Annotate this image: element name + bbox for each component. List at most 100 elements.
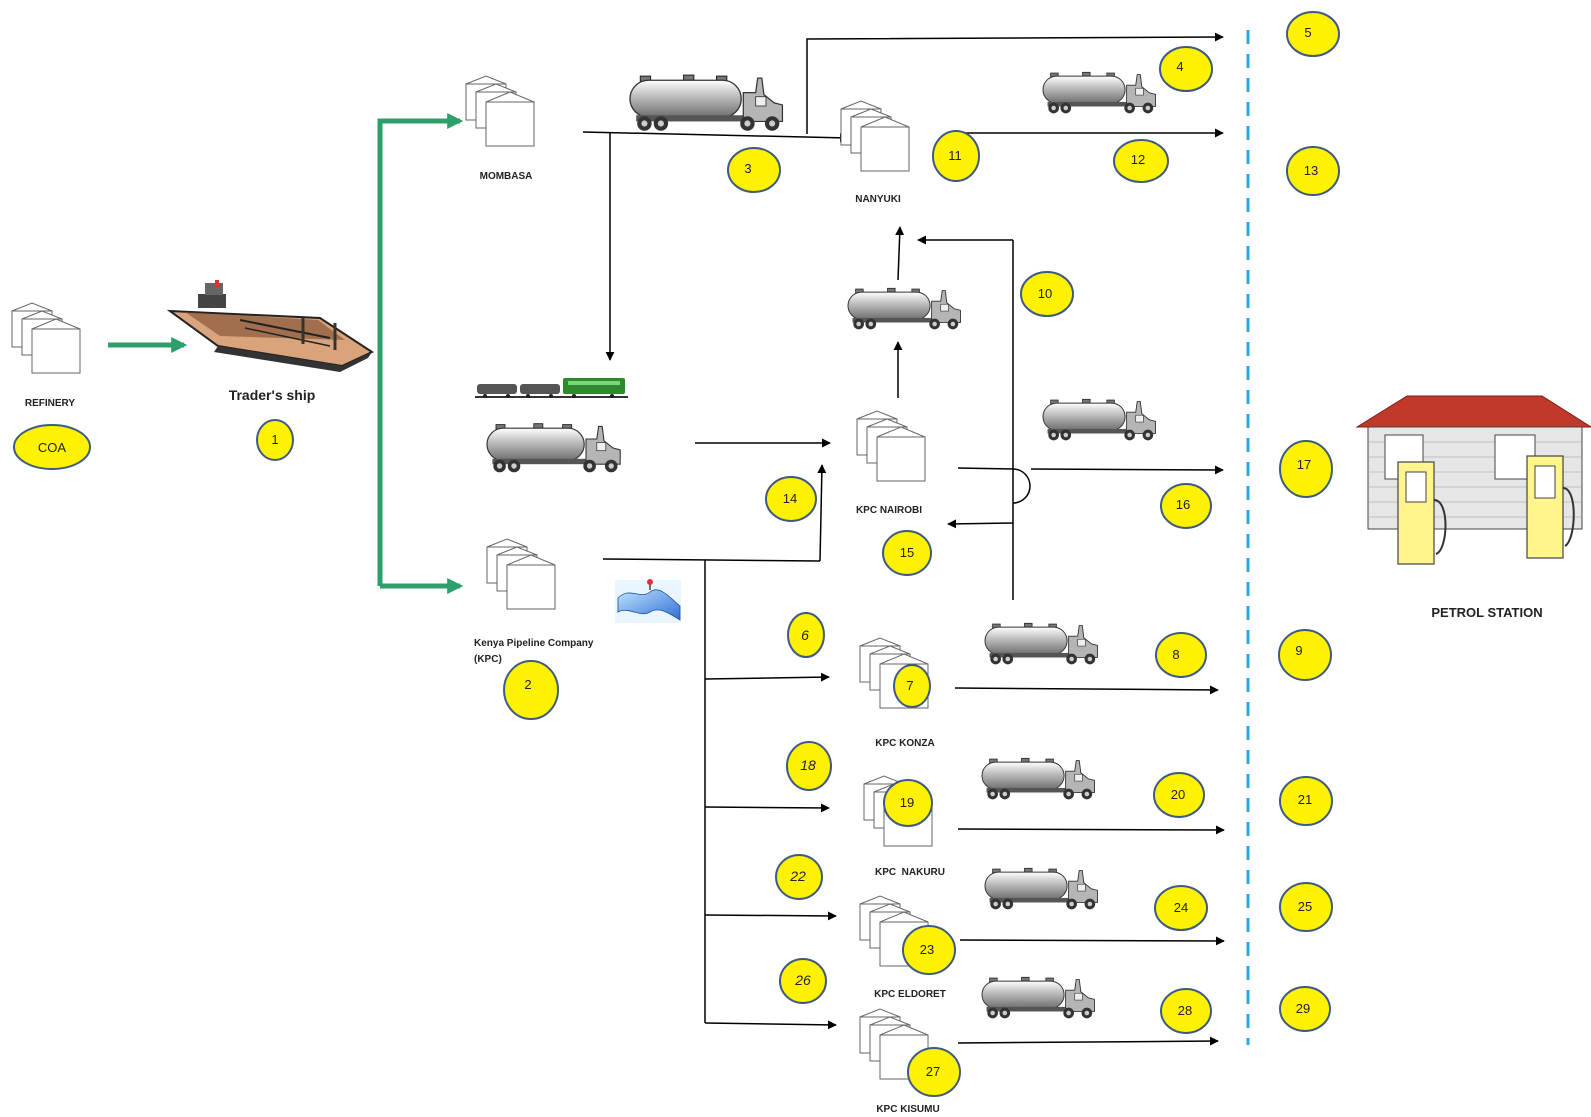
svg-text:26: 26 bbox=[794, 972, 811, 988]
svg-text:COA: COA bbox=[38, 440, 67, 455]
marker-13: 13 bbox=[1286, 146, 1340, 196]
train-icon bbox=[475, 378, 628, 398]
pipeline-icon bbox=[615, 579, 681, 623]
kpc-to-eldoret-arrow bbox=[704, 911, 837, 921]
svg-text:28: 28 bbox=[1178, 1003, 1192, 1018]
mombasa-storage-icon bbox=[465, 75, 535, 147]
kpc-nakuru-label: KPC NAKURU bbox=[875, 867, 945, 878]
marker-6: 6 bbox=[787, 612, 825, 658]
marker-22: 22 bbox=[775, 854, 823, 900]
nairobi-to-dealer-arrow-tail bbox=[1030, 465, 1224, 475]
svg-text:27: 27 bbox=[926, 1064, 940, 1079]
marker-11: 11 bbox=[932, 130, 980, 182]
tanker-truck-icon bbox=[486, 423, 621, 473]
marker-1: 1 bbox=[256, 419, 294, 461]
marker-16: 16 bbox=[1160, 483, 1212, 529]
marker-7: 7 bbox=[893, 664, 931, 708]
svg-text:15: 15 bbox=[900, 545, 914, 560]
marker-24: 24 bbox=[1154, 885, 1208, 931]
eldoret-to-dealer-arrow bbox=[959, 936, 1225, 946]
marker-20: 20 bbox=[1153, 772, 1205, 818]
marker-19: 19 bbox=[883, 779, 933, 827]
marker-27: 27 bbox=[907, 1047, 961, 1097]
marker-15: 15 bbox=[882, 530, 932, 576]
marker-2: 2 bbox=[503, 660, 559, 720]
tanker-truck-icon bbox=[847, 287, 961, 330]
svg-text:8: 8 bbox=[1172, 647, 1179, 662]
kpc-nairobi-label: KPC NAIROBI bbox=[856, 505, 922, 516]
svg-text:2: 2 bbox=[524, 677, 531, 692]
marker-23: 23 bbox=[902, 925, 956, 975]
svg-text:4: 4 bbox=[1176, 59, 1183, 74]
nakuru-to-dealer-arrow bbox=[957, 825, 1225, 835]
tanker-truck-icon bbox=[981, 757, 1095, 800]
kpc-to-nairobi-arrow bbox=[817, 464, 827, 562]
kpc-storage-icon bbox=[486, 538, 556, 610]
kpc-to-nakuru-arrow bbox=[704, 803, 830, 813]
mombasa-to-nanyuki-arrow bbox=[582, 131, 849, 143]
coa-marker: COA bbox=[13, 424, 91, 470]
ship-label: Trader's ship bbox=[229, 387, 316, 403]
svg-text:7: 7 bbox=[906, 678, 913, 693]
svg-text:11: 11 bbox=[948, 148, 962, 163]
marker-10: 10 bbox=[1020, 271, 1074, 317]
svg-text:22: 22 bbox=[789, 868, 806, 884]
tanker-truck-icon bbox=[981, 976, 1095, 1019]
svg-text:20: 20 bbox=[1171, 787, 1185, 802]
tanker-truck-icon bbox=[984, 867, 1098, 910]
kpc-to-konza-arrow bbox=[704, 672, 830, 682]
marker-18: 18 bbox=[786, 741, 832, 791]
tanker-truck-icon bbox=[1042, 398, 1156, 441]
tanker-ship-icon bbox=[166, 280, 375, 372]
svg-text:5: 5 bbox=[1304, 25, 1311, 40]
svg-text:12: 12 bbox=[1131, 152, 1145, 167]
kpc-label-line1: Kenya Pipeline Company bbox=[474, 638, 594, 649]
marker-12: 12 bbox=[1113, 139, 1169, 183]
kpc-main-line bbox=[602, 558, 821, 562]
marker-28: 28 bbox=[1160, 988, 1212, 1034]
tanker-truck-icon bbox=[629, 74, 784, 132]
svg-text:17: 17 bbox=[1297, 457, 1311, 472]
tanker-truck-icon bbox=[984, 622, 1098, 665]
tanker-to-nanyuki-arrow bbox=[895, 226, 905, 281]
marker-25: 25 bbox=[1279, 882, 1333, 932]
svg-text:13: 13 bbox=[1304, 163, 1318, 178]
svg-text:3: 3 bbox=[744, 161, 751, 176]
marker-8: 8 bbox=[1155, 632, 1207, 678]
kpc-konza-label: KPC KONZA bbox=[875, 738, 934, 749]
refinery-storage-icon bbox=[11, 302, 81, 374]
marker-21: 21 bbox=[1279, 776, 1333, 826]
svg-text:21: 21 bbox=[1298, 792, 1312, 807]
marker-5: 5 bbox=[1286, 11, 1340, 57]
petrol-station-label: PETROL STATION bbox=[1431, 605, 1542, 620]
nanyuki-storage-icon bbox=[840, 100, 910, 172]
tanker-truck-icon bbox=[1042, 71, 1156, 114]
marker-17: 17 bbox=[1279, 440, 1333, 498]
svg-text:24: 24 bbox=[1174, 900, 1188, 915]
svg-text:25: 25 bbox=[1298, 899, 1312, 914]
kpc-eldoret-label: KPC ELDORET bbox=[874, 989, 946, 1000]
marker-4: 4 bbox=[1159, 46, 1213, 92]
svg-text:23: 23 bbox=[920, 942, 934, 957]
marker-9: 9 bbox=[1278, 629, 1332, 681]
konza-to-dealer-arrow bbox=[954, 685, 1219, 695]
svg-text:19: 19 bbox=[900, 795, 914, 810]
svg-text:29: 29 bbox=[1296, 1001, 1310, 1016]
kpc-kisumu-label: KPC KISUMU bbox=[876, 1104, 939, 1115]
marker-3: 3 bbox=[727, 147, 781, 193]
marker-14: 14 bbox=[765, 476, 817, 522]
svg-text:16: 16 bbox=[1176, 497, 1190, 512]
kpc-to-kisumu-arrow bbox=[704, 1020, 837, 1030]
nanyuki-label: NANYUKI bbox=[855, 194, 901, 205]
svg-text:14: 14 bbox=[783, 491, 797, 506]
refinery-label: REFINERY bbox=[25, 398, 76, 409]
kpc-label-line2: (KPC) bbox=[474, 654, 502, 665]
nairobi-to-dealer-arrow bbox=[957, 467, 1031, 504]
kisumu-to-dealer-arrow bbox=[957, 1036, 1219, 1046]
svg-text:1: 1 bbox=[271, 432, 278, 447]
petrol-station-icon bbox=[1355, 395, 1591, 565]
nairobi-storage-icon bbox=[856, 410, 926, 482]
svg-text:10: 10 bbox=[1038, 286, 1052, 301]
svg-text:18: 18 bbox=[800, 757, 816, 773]
marker-29: 29 bbox=[1279, 986, 1331, 1032]
